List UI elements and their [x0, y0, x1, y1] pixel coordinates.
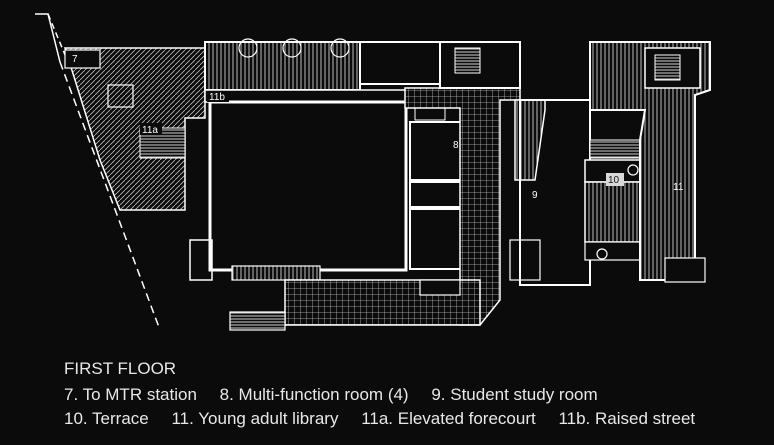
student-study-room: [509, 99, 591, 286]
label-11: 11: [673, 182, 684, 193]
central-hall: [189, 100, 408, 281]
label-11b: 11b: [209, 92, 225, 103]
caption-line-1: 7. To MTR station 8. Multi-function room…: [64, 385, 598, 405]
legend-item-11: 11. Young adult library: [171, 409, 339, 428]
label-11a: 11a: [142, 125, 158, 136]
label-7: 7: [72, 54, 78, 65]
young-adult-library: [589, 41, 711, 283]
legend-item-7: 7. To MTR station: [64, 385, 197, 404]
legend-item-10: 10. Terrace: [64, 409, 149, 428]
label-10: 10: [608, 175, 620, 186]
caption-line-2: 10. Terrace 11. Young adult library 11a.…: [64, 409, 695, 429]
label-8: 8: [453, 140, 459, 151]
plan-labels: 7 8 9 10 11 11a 11b: [66, 52, 684, 201]
multi-function-rooms: [409, 101, 466, 270]
label-9: 9: [532, 190, 538, 201]
legend-item-11a: 11a. Elevated forecourt: [361, 409, 536, 428]
floor-plan: 7 8 9 10 11 11a 11b: [35, 13, 711, 331]
legend-item-9: 9. Student study room: [431, 385, 598, 404]
legend-item-8: 8. Multi-function room (4): [219, 385, 409, 404]
terrace: [584, 139, 641, 261]
elevated-forecourt-area: [63, 47, 206, 211]
legend-item-11b: 11b. Raised street: [558, 409, 696, 428]
grid-corridor: [404, 41, 521, 326]
lower-strip: [229, 279, 481, 331]
caption-title: FIRST FLOOR: [64, 359, 177, 378]
